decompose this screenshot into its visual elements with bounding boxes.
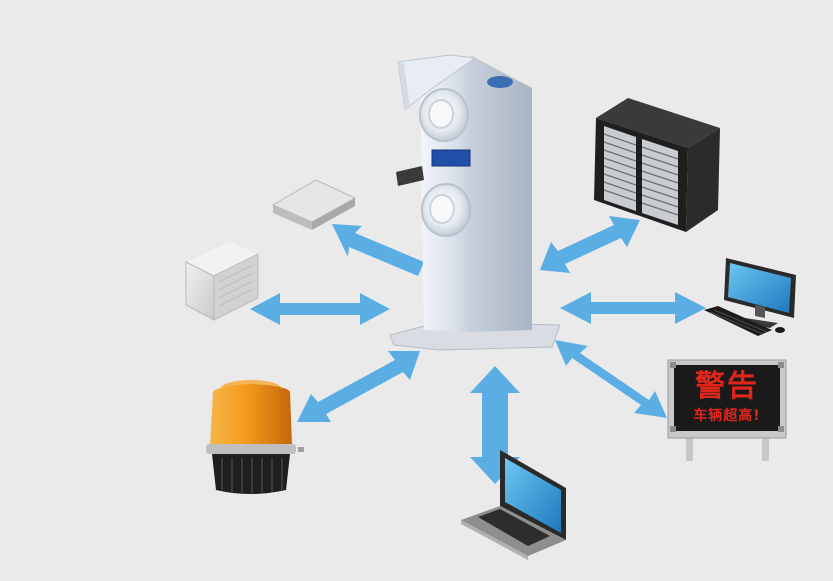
arrow-top-left-device bbox=[332, 224, 424, 276]
upper-lens bbox=[419, 88, 469, 142]
warning-sign-board: 警告 车辆超高! bbox=[667, 359, 787, 461]
arrow-left-device bbox=[250, 293, 390, 325]
detector-tower bbox=[389, 54, 561, 351]
arrow-desktop-computer bbox=[560, 292, 706, 324]
warning-sign-title: 警告 bbox=[695, 369, 759, 404]
arrow-server bbox=[540, 216, 640, 273]
lower-lens bbox=[421, 183, 471, 237]
desktop-computer-icon bbox=[704, 258, 796, 336]
network-switch-icon bbox=[271, 179, 357, 230]
warning-beacon-icon bbox=[206, 380, 304, 494]
arrow-beacon bbox=[297, 351, 420, 422]
controller-box-icon bbox=[185, 242, 259, 321]
server-rack-icon bbox=[594, 98, 720, 232]
laptop-icon bbox=[461, 450, 566, 560]
display-panel bbox=[431, 149, 471, 167]
warning-sign-message: 车辆超高! bbox=[693, 407, 760, 424]
brand-logo bbox=[487, 76, 513, 88]
arrow-warning-sign bbox=[555, 340, 667, 418]
